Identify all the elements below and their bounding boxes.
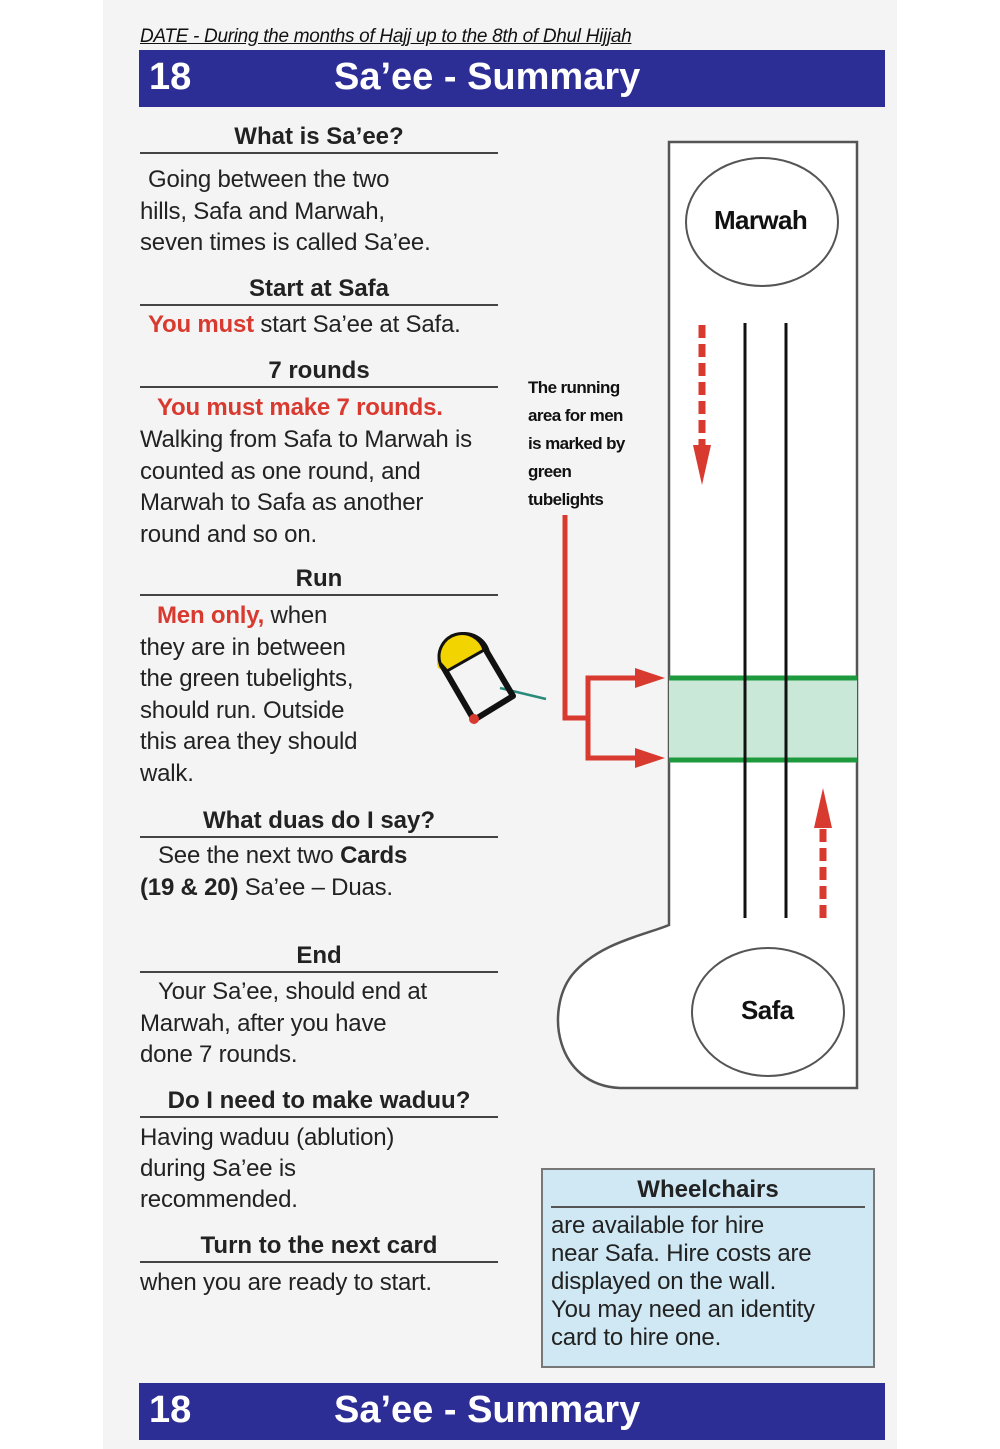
- header-banner: 18 Sa’ee - Summary: [139, 50, 885, 107]
- wheelchairs-heading: Wheelchairs: [551, 1174, 865, 1208]
- end-line-2: Marwah, after you have: [140, 1010, 387, 1037]
- wheelchairs-line-1: are available for hire: [551, 1212, 765, 1239]
- run-line-1: they are in between: [140, 634, 346, 661]
- safa-label: Safa: [741, 995, 794, 1025]
- duas-line-2-bold: (19 & 20): [140, 874, 239, 901]
- duas-line-2: (19 & 20) Sa’ee – Duas.: [140, 872, 393, 904]
- duas-line-1-pre: See the next two: [158, 842, 341, 869]
- end-line-3: done 7 rounds.: [140, 1041, 298, 1068]
- footer-banner: 18 Sa’ee - Summary: [139, 1383, 885, 1440]
- start-text: You must start Sa’ee at Safa.: [148, 309, 461, 341]
- run-first-line: Men only, when: [157, 600, 327, 632]
- annotation-pointer-lower: [585, 718, 640, 761]
- date-line: DATE - During the months of Hajj up to t…: [140, 26, 632, 47]
- annotation-line-5: tubelights: [528, 490, 604, 509]
- run-line-5: walk.: [140, 760, 194, 787]
- card-title: Sa’ee - Summary: [334, 56, 641, 98]
- heading-start: Start at Safa: [140, 274, 498, 306]
- wheelchairs-line-3: displayed on the wall.: [551, 1268, 777, 1295]
- waduu-line-1: Having waduu (ablution): [140, 1124, 395, 1151]
- annotation-line-2: area for men: [528, 406, 623, 425]
- annotation-line-3: is marked by: [528, 434, 625, 453]
- footer-title: Sa’ee - Summary: [334, 1389, 641, 1431]
- down-arrow-head: [693, 445, 711, 485]
- annotation-line-4: green: [528, 462, 572, 481]
- pointer-arrowhead-bottom: [635, 748, 665, 768]
- waduu-line-3: recommended.: [140, 1186, 298, 1213]
- rounds-emphasis: You must make 7 rounds.: [157, 394, 443, 421]
- run-line-2: the green tubelights,: [140, 665, 354, 692]
- next-line-1: when you are ready to start.: [140, 1269, 432, 1296]
- rounds-line-4: round and so on.: [140, 521, 317, 548]
- heading-rounds: 7 rounds: [140, 356, 498, 388]
- footer-number: 18: [149, 1389, 192, 1431]
- duas-line-2-rest: Sa’ee – Duas.: [238, 874, 393, 901]
- rounds-line-2: counted as one round, and: [140, 458, 421, 485]
- up-arrow-head: [814, 788, 832, 828]
- heading-end: End: [140, 941, 498, 973]
- duas-line-1: See the next two Cards: [158, 840, 407, 872]
- what-is-line-1: Going between the two: [148, 166, 390, 193]
- what-is-line-2: hills, Safa and Marwah,: [140, 198, 385, 225]
- duas-line-1-bold: Cards: [340, 842, 408, 869]
- run-line-3: should run. Outside: [140, 697, 345, 724]
- run-line-4: this area they should: [140, 728, 358, 755]
- heading-next: Turn to the next card: [140, 1231, 498, 1263]
- green-zone: [669, 678, 857, 760]
- wheelchairs-line-2: near Safa. Hire costs are: [551, 1240, 812, 1267]
- start-emphasis: You must: [148, 311, 254, 338]
- annotation-pointer: [562, 515, 640, 721]
- wheelchairs-text: are available for hire near Safa. Hire c…: [551, 1212, 815, 1352]
- end-line-1: Your Sa’ee, should end at: [158, 978, 427, 1005]
- run-first-rest: when: [264, 602, 328, 629]
- wheelchairs-box: Wheelchairs are available for hire near …: [541, 1168, 875, 1368]
- start-rest: start Sa’ee at Safa.: [253, 311, 461, 338]
- pointer-arrowhead-top: [635, 668, 665, 688]
- marwah-label: Marwah: [714, 205, 808, 235]
- annotation-line-1: The running: [528, 378, 620, 397]
- waduu-line-2: during Sa’ee is: [140, 1155, 296, 1182]
- rounds-line-1: Walking from Safa to Marwah is: [140, 426, 472, 453]
- marwah-hill: [685, 157, 839, 287]
- heading-run: Run: [140, 564, 498, 596]
- run-emphasis: Men only,: [157, 602, 265, 629]
- rounds-line-3: Marwah to Safa as another: [140, 489, 424, 516]
- what-is-line-3: seven times is called Sa’ee.: [140, 229, 431, 256]
- corridor-outline: [556, 140, 859, 1090]
- heading-waduu: Do I need to make waduu?: [140, 1086, 498, 1118]
- heading-what-is: What is Sa’ee?: [140, 122, 498, 154]
- tubelight-icon: [436, 632, 547, 724]
- safa-hill: [691, 947, 845, 1077]
- heading-duas: What duas do I say?: [140, 806, 498, 838]
- wheelchairs-line-5: card to hire one.: [551, 1324, 722, 1351]
- wheelchairs-line-4: You may need an identity: [551, 1296, 815, 1323]
- card-number: 18: [149, 56, 192, 98]
- running-area-annotation: The running area for men is marked by gr…: [528, 374, 648, 514]
